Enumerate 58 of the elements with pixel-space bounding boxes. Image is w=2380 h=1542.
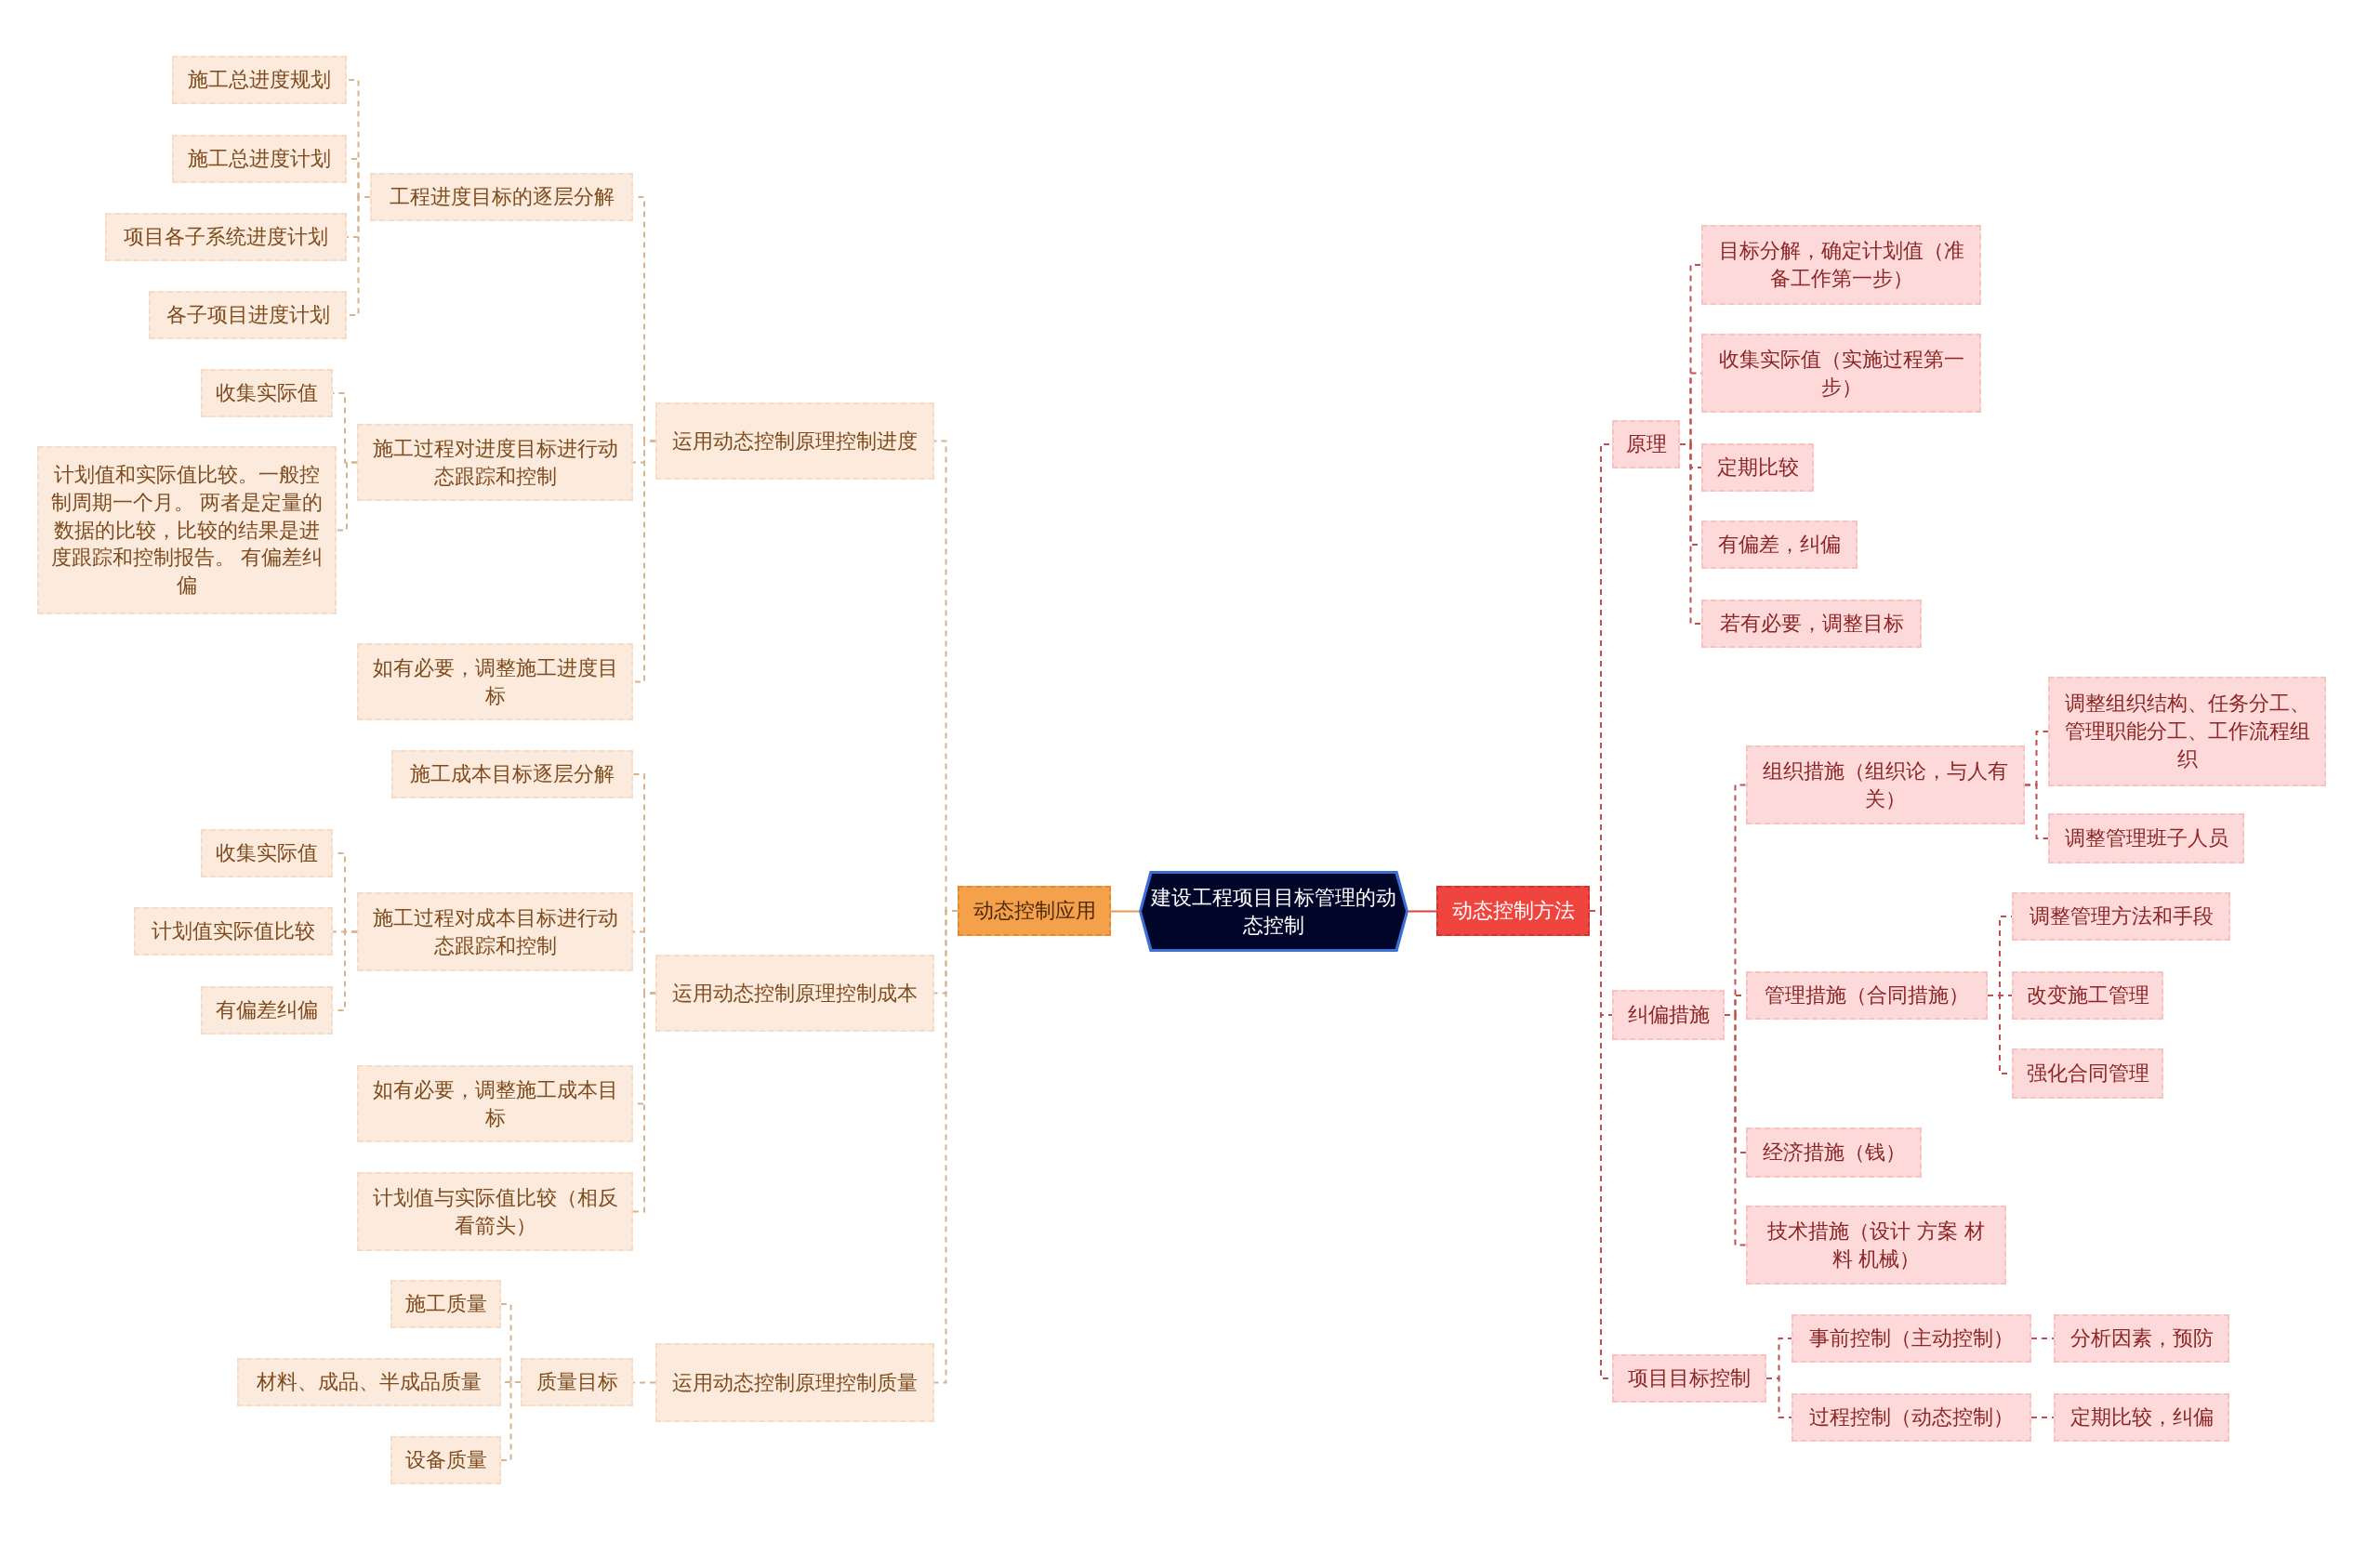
topic-box: 施工过程对成本目标进行动态跟踪和控制 bbox=[357, 892, 633, 971]
topic-box: 项目各子系统进度计划 bbox=[105, 213, 347, 261]
connector-line bbox=[1724, 1014, 1747, 1246]
connector-line bbox=[1679, 443, 1702, 625]
topic-box: 项目目标控制 bbox=[1612, 1354, 1766, 1403]
topic-box: 分析因素，预防 bbox=[2054, 1314, 2229, 1363]
topic-box: 技术措施（设计 方案 材料 机械） bbox=[1746, 1206, 2006, 1285]
topic-box: 事前控制（主动控制） bbox=[1792, 1314, 2031, 1363]
connector-line bbox=[1408, 910, 1437, 913]
connector-line bbox=[2030, 1338, 2055, 1339]
topic-box: 施工总进度计划 bbox=[172, 135, 347, 183]
connector-line bbox=[2024, 784, 2049, 839]
branch-box: 动态控制应用 bbox=[958, 886, 1111, 936]
topic-box: 如有必要，调整施工成本目标 bbox=[357, 1065, 633, 1142]
topic-box: 强化合同管理 bbox=[2012, 1048, 2163, 1099]
topic-box: 施工质量 bbox=[390, 1280, 501, 1328]
topic-box: 若有必要，调整目标 bbox=[1701, 600, 1922, 648]
topic-box: 收集实际值（实施过程第一步） bbox=[1701, 334, 1981, 413]
topic-box: 组织措施（组织论，与人有关） bbox=[1746, 745, 2025, 824]
topic-box: 设备质量 bbox=[390, 1436, 501, 1484]
topic-box: 管理措施（合同措施） bbox=[1746, 971, 1988, 1020]
topic-box: 计划值与实际值比较（相反看箭头） bbox=[357, 1172, 633, 1251]
connector-line bbox=[1765, 1377, 1792, 1418]
topic-box: 各子项目进度计划 bbox=[149, 291, 347, 339]
topic-box: 运用动态控制原理控制进度 bbox=[655, 402, 934, 480]
topic-box: 施工总进度规划 bbox=[172, 56, 347, 104]
topic-box: 计划值和实际值比较。一般控制周期一个月。 两者是定量的数据的比较，比较的结果是进度跟踪和控制报告。 有偏差纠偏 bbox=[37, 446, 337, 614]
topic-box: 如有必要，调整施工进度目标 bbox=[357, 643, 633, 720]
connector-line bbox=[500, 1381, 522, 1461]
topic-box: 有偏差纠偏 bbox=[201, 986, 333, 1035]
topic-box: 收集实际值 bbox=[201, 369, 333, 417]
branch-box: 动态控制方法 bbox=[1436, 886, 1590, 936]
topic-box: 经济措施（钱） bbox=[1746, 1127, 1922, 1178]
connector-line bbox=[632, 440, 656, 683]
topic-box: 有偏差，纠偏 bbox=[1701, 521, 1858, 569]
connector-line bbox=[1110, 910, 1140, 913]
topic-box: 工程进度目标的逐层分解 bbox=[370, 173, 633, 221]
topic-box: 过程控制（动态控制） bbox=[1792, 1393, 2031, 1442]
connector-line bbox=[336, 461, 358, 532]
topic-box: 调整管理方法和手段 bbox=[2012, 892, 2230, 941]
topic-box: 收集实际值 bbox=[201, 829, 333, 877]
topic-box: 目标分解，确定计划值（准备工作第一步） bbox=[1701, 225, 1981, 305]
topic-box: 调整管理班子人员 bbox=[2048, 813, 2244, 863]
topic-box: 改变施工管理 bbox=[2012, 971, 2163, 1020]
topic-box: 定期比较，纠偏 bbox=[2054, 1393, 2229, 1442]
topic-box: 纠偏措施 bbox=[1612, 990, 1725, 1040]
topic-box: 质量目标 bbox=[521, 1358, 633, 1406]
topic-box: 运用动态控制原理控制成本 bbox=[655, 955, 934, 1032]
topic-box: 计划值实际值比较 bbox=[134, 907, 333, 956]
topic-box: 调整组织结构、任务分工、管理职能分工、工作流程组织 bbox=[2048, 677, 2326, 786]
connector-line bbox=[632, 992, 656, 1213]
topic-box: 施工成本目标逐层分解 bbox=[391, 750, 633, 798]
topic-box: 施工过程对进度目标进行动态跟踪和控制 bbox=[357, 424, 633, 501]
connector-line bbox=[2030, 1417, 2055, 1418]
topic-box: 材料、成品、半成品质量 bbox=[237, 1358, 501, 1406]
topic-box: 定期比较 bbox=[1701, 443, 1814, 492]
topic-box: 原理 bbox=[1612, 420, 1680, 468]
topic-box: 运用动态控制原理控制质量 bbox=[655, 1343, 934, 1422]
